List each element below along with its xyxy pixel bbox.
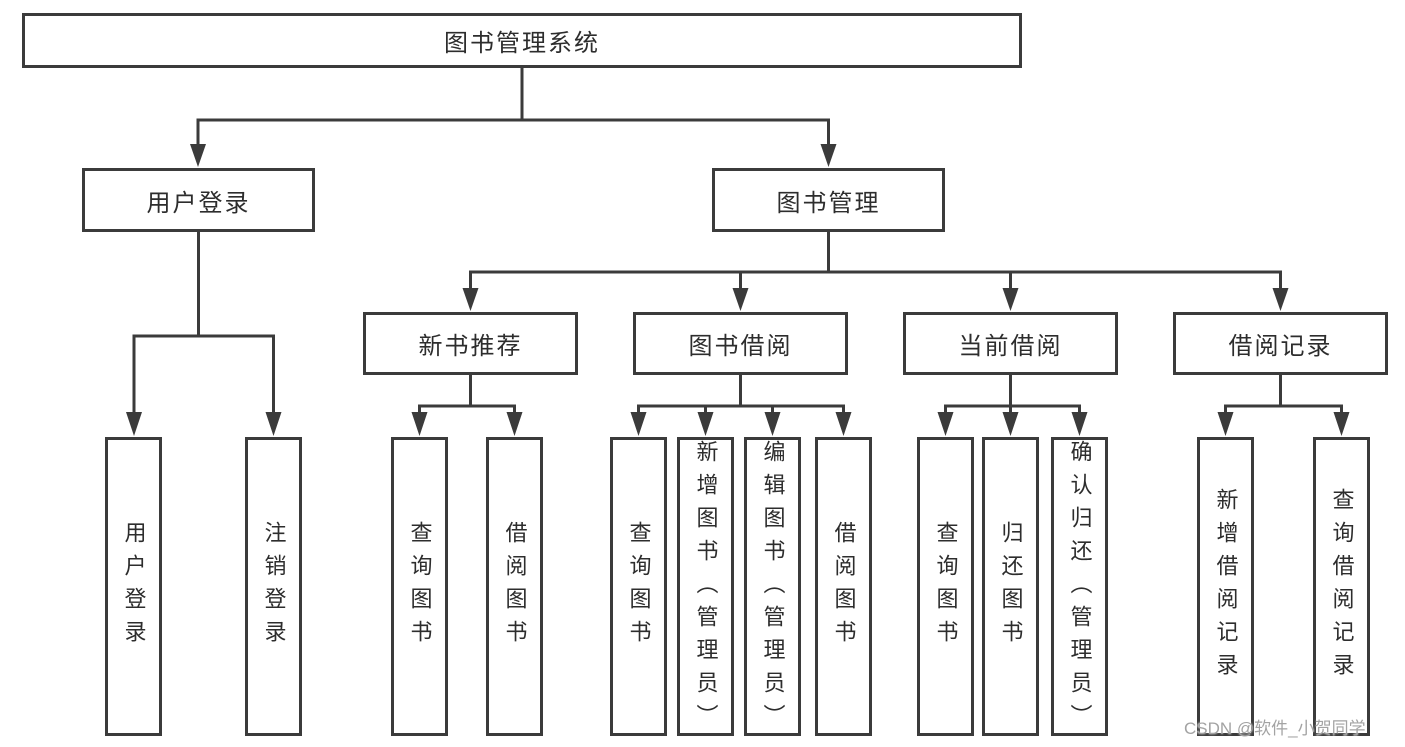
arrowhead-book-borrowing [732, 288, 749, 311]
arrowhead-nbr-borrow [506, 412, 523, 436]
node-leaf-bb-add-books-admin: 新增图书（管理员） [677, 437, 734, 737]
node-library-management-system: 图书管理系统 [22, 13, 1022, 68]
arrowhead-bb-edit [764, 412, 781, 436]
node-leaf-nbr-query-books: 查询图书 [391, 437, 448, 736]
arrowhead-cb-confirm [1071, 412, 1088, 436]
arrowhead-cb-query [937, 412, 954, 436]
node-book-management: 图书管理 [712, 168, 945, 232]
arrowhead-br-query [1333, 412, 1350, 436]
node-leaf-cb-confirm-return-admin: 确认归还（管理员） [1051, 437, 1108, 737]
node-leaf-bb-borrow-books: 借阅图书 [815, 437, 872, 736]
node-leaf-cb-return-books: 归还图书 [982, 437, 1039, 736]
node-leaf-nbr-borrow-books: 借阅图书 [486, 437, 543, 736]
arrowhead-user-login-leaf [126, 412, 142, 436]
arrowhead-book-management [820, 144, 837, 167]
arrowhead-bb-borrow [835, 412, 852, 436]
arrowhead-nbr-query [411, 412, 428, 436]
node-leaf-user-login: 用户登录 [105, 437, 162, 736]
node-leaf-logout: 注销登录 [245, 437, 302, 736]
arrowhead-cb-return [1002, 412, 1019, 436]
arrowhead-user-login [190, 144, 206, 167]
arrowhead-current-borrowing [1002, 288, 1019, 311]
arrowhead-logout [265, 412, 282, 436]
node-leaf-bb-edit-books-admin: 编辑图书（管理员） [744, 437, 801, 737]
node-leaf-br-query-record: 查询借阅记录 [1313, 437, 1370, 736]
arrowhead-new-book-recommendation [462, 288, 479, 311]
arrowhead-br-add [1217, 412, 1234, 436]
node-book-borrowing: 图书借阅 [633, 312, 848, 375]
csdn-watermark: CSDN @软件_小贺同学 [1184, 719, 1366, 738]
arrowhead-borrowing-records [1272, 288, 1289, 311]
node-borrowing-records: 借阅记录 [1173, 312, 1388, 375]
node-new-book-recommendation: 新书推荐 [363, 312, 578, 375]
node-leaf-br-add-record: 新增借阅记录 [1197, 437, 1254, 736]
node-leaf-cb-query-books: 查询图书 [917, 437, 974, 736]
node-leaf-bb-query-books: 查询图书 [610, 437, 667, 736]
arrowhead-bb-query [630, 412, 647, 436]
node-user-login: 用户登录 [82, 168, 315, 232]
arrowhead-bb-add [697, 412, 714, 436]
node-current-borrowing: 当前借阅 [903, 312, 1118, 375]
